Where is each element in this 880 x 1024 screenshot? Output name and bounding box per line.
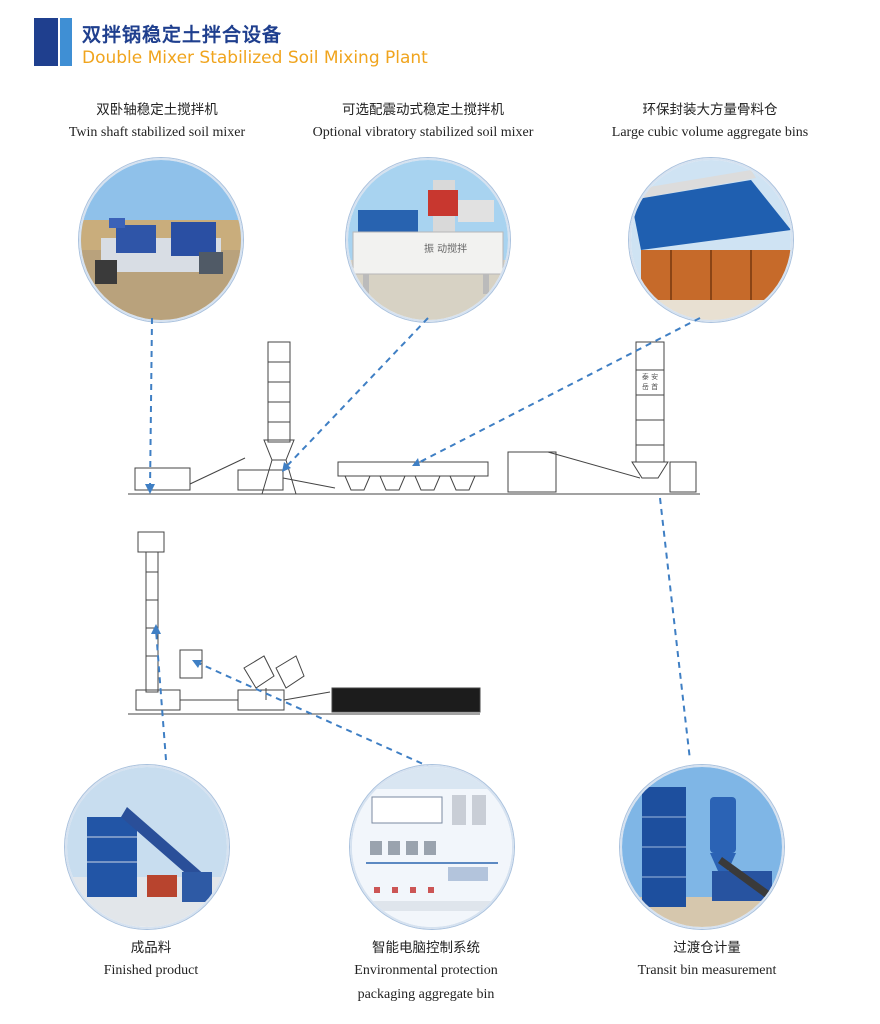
caption-aggregate-bins: 环保封装大方量骨料仓 Large cubic volume aggregate … <box>580 98 840 144</box>
leader-arrowhead <box>145 484 155 494</box>
caption-en: Optional vibratory stabilized soil mixer <box>312 125 534 140</box>
caption-en-line2: packaging aggregate bin <box>357 987 495 1002</box>
leader-arrowhead <box>412 458 420 466</box>
leader-aggregate <box>415 317 701 465</box>
cement-silo-right <box>635 341 665 463</box>
caption-twin-shaft: 双卧轴稳定土搅拌机 Twin shaft stabilized soil mix… <box>27 98 287 144</box>
caption-cn: 环保封装大方量骨料仓 <box>642 102 778 118</box>
leader-transit <box>659 497 691 761</box>
leader-arrowhead <box>151 624 161 634</box>
caption-cn: 智能电脑控制系统 <box>372 940 480 956</box>
caption-transit-bin: 过渡仓计量 Transit bin measurement <box>577 936 837 982</box>
caption-en: Finished product <box>103 963 199 978</box>
page-title-cn: 双拌锅稳定土拌合设备 <box>82 24 283 46</box>
caption-finished-product: 成品料 Finished product <box>21 936 281 982</box>
silo-sign-text: 泰 安 岳 首 <box>641 373 659 391</box>
leader-arrowhead <box>282 462 291 472</box>
transit-bin-photo <box>620 765 784 929</box>
control-system-photo <box>350 765 514 929</box>
caption-vibratory: 可选配震动式稳定土搅拌机 Optional vibratory stabiliz… <box>293 98 553 144</box>
vibratory-sign-text: 振 动搅拌 <box>424 242 467 255</box>
caption-en: Transit bin measurement <box>637 963 777 978</box>
header-bar-light <box>60 18 72 66</box>
caption-en: Large cubic volume aggregate bins <box>611 125 809 140</box>
cement-silo-left <box>267 341 291 443</box>
leader-finished <box>155 629 167 761</box>
caption-cn: 双卧轴稳定土搅拌机 <box>96 102 218 118</box>
caption-control-system: 智能电脑控制系统 Environmental protection packag… <box>296 936 556 1006</box>
caption-en: Environmental protection <box>354 963 498 978</box>
header-bar-dark <box>34 18 58 66</box>
leader-arrowhead <box>192 660 202 668</box>
aggregate-bins-photo <box>629 158 793 322</box>
page-title-en: Double Mixer Stabilized Soil Mixing Plan… <box>82 48 428 68</box>
caption-cn: 过渡仓计量 <box>673 940 741 956</box>
caption-en: Twin shaft stabilized soil mixer <box>68 125 246 140</box>
caption-cn: 成品料 <box>130 940 172 956</box>
caption-cn: 可选配震动式稳定土搅拌机 <box>342 102 504 118</box>
leader-control <box>195 661 433 769</box>
finished-product-photo <box>65 765 229 929</box>
leader-twin-shaft <box>149 317 153 491</box>
leader-vibratory <box>284 317 429 469</box>
